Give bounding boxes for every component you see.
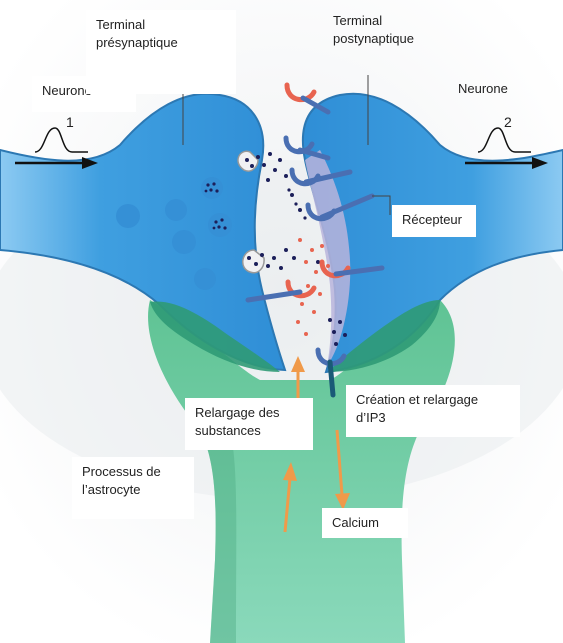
released-substances [296, 238, 330, 336]
label-relargage-substances: Relargage des substances [185, 398, 313, 450]
label-creation-ip3: Création et relargage d’IP3 [346, 385, 520, 437]
label-recepteur: Récepteur [392, 205, 476, 237]
signal-number-2: 2 [504, 114, 512, 130]
signal-number-1: 1 [66, 114, 74, 130]
label-neurone-right: Neurone [458, 81, 508, 96]
astrocyte-foot-left [150, 301, 280, 372]
signal-input [15, 127, 98, 169]
vesicle-contents [204, 182, 227, 230]
signal-output [465, 127, 548, 169]
label-terminal-presynaptique: Terminal présynaptique [86, 10, 236, 94]
exocytosis-pocket-bottom [242, 249, 265, 274]
vesicles [116, 177, 232, 290]
astrocyte-shade [200, 430, 237, 643]
label-calcium: Calcium [322, 508, 408, 538]
astrocyte-foot-right [328, 300, 440, 372]
neurotransmitters-dark [245, 152, 347, 346]
transport-arrows [283, 356, 350, 533]
label-processus-astrocyte: Processus de l’astrocyte [72, 457, 194, 519]
leader-lines [182, 75, 391, 215]
receptors [245, 82, 385, 398]
postsynaptic-density [305, 150, 351, 366]
label-terminal-postsynaptique: Terminal postynaptique [333, 13, 414, 46]
